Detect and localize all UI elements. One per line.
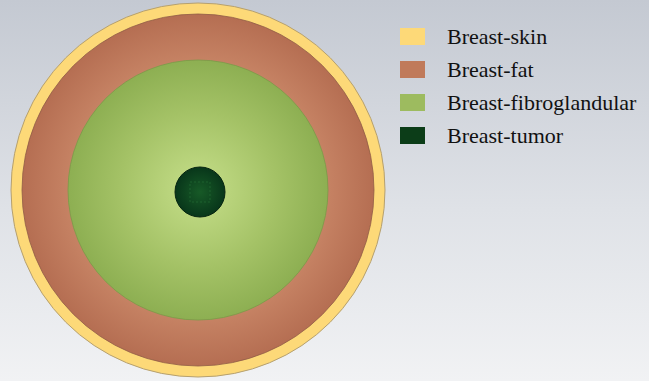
legend-swatch <box>400 94 425 111</box>
legend-label: Breast-fat <box>447 59 534 81</box>
tumor-mesh <box>190 182 210 202</box>
fat-layer <box>22 14 374 366</box>
legend-swatch <box>400 61 425 78</box>
skin-layer <box>11 3 385 377</box>
legend-row: Breast-fat <box>400 53 636 86</box>
legend-label: Breast-fibroglandular <box>447 92 636 114</box>
fibroglandular-layer <box>68 60 328 320</box>
legend-swatch <box>400 127 425 144</box>
legend-swatch <box>400 28 425 45</box>
legend: Breast-skinBreast-fatBreast-fibroglandul… <box>400 20 636 152</box>
legend-row: Breast-fibroglandular <box>400 86 636 119</box>
legend-label: Breast-tumor <box>447 125 563 147</box>
legend-row: Breast-tumor <box>400 119 636 152</box>
legend-label: Breast-skin <box>447 26 547 48</box>
tumor <box>175 167 225 217</box>
legend-row: Breast-skin <box>400 20 636 53</box>
